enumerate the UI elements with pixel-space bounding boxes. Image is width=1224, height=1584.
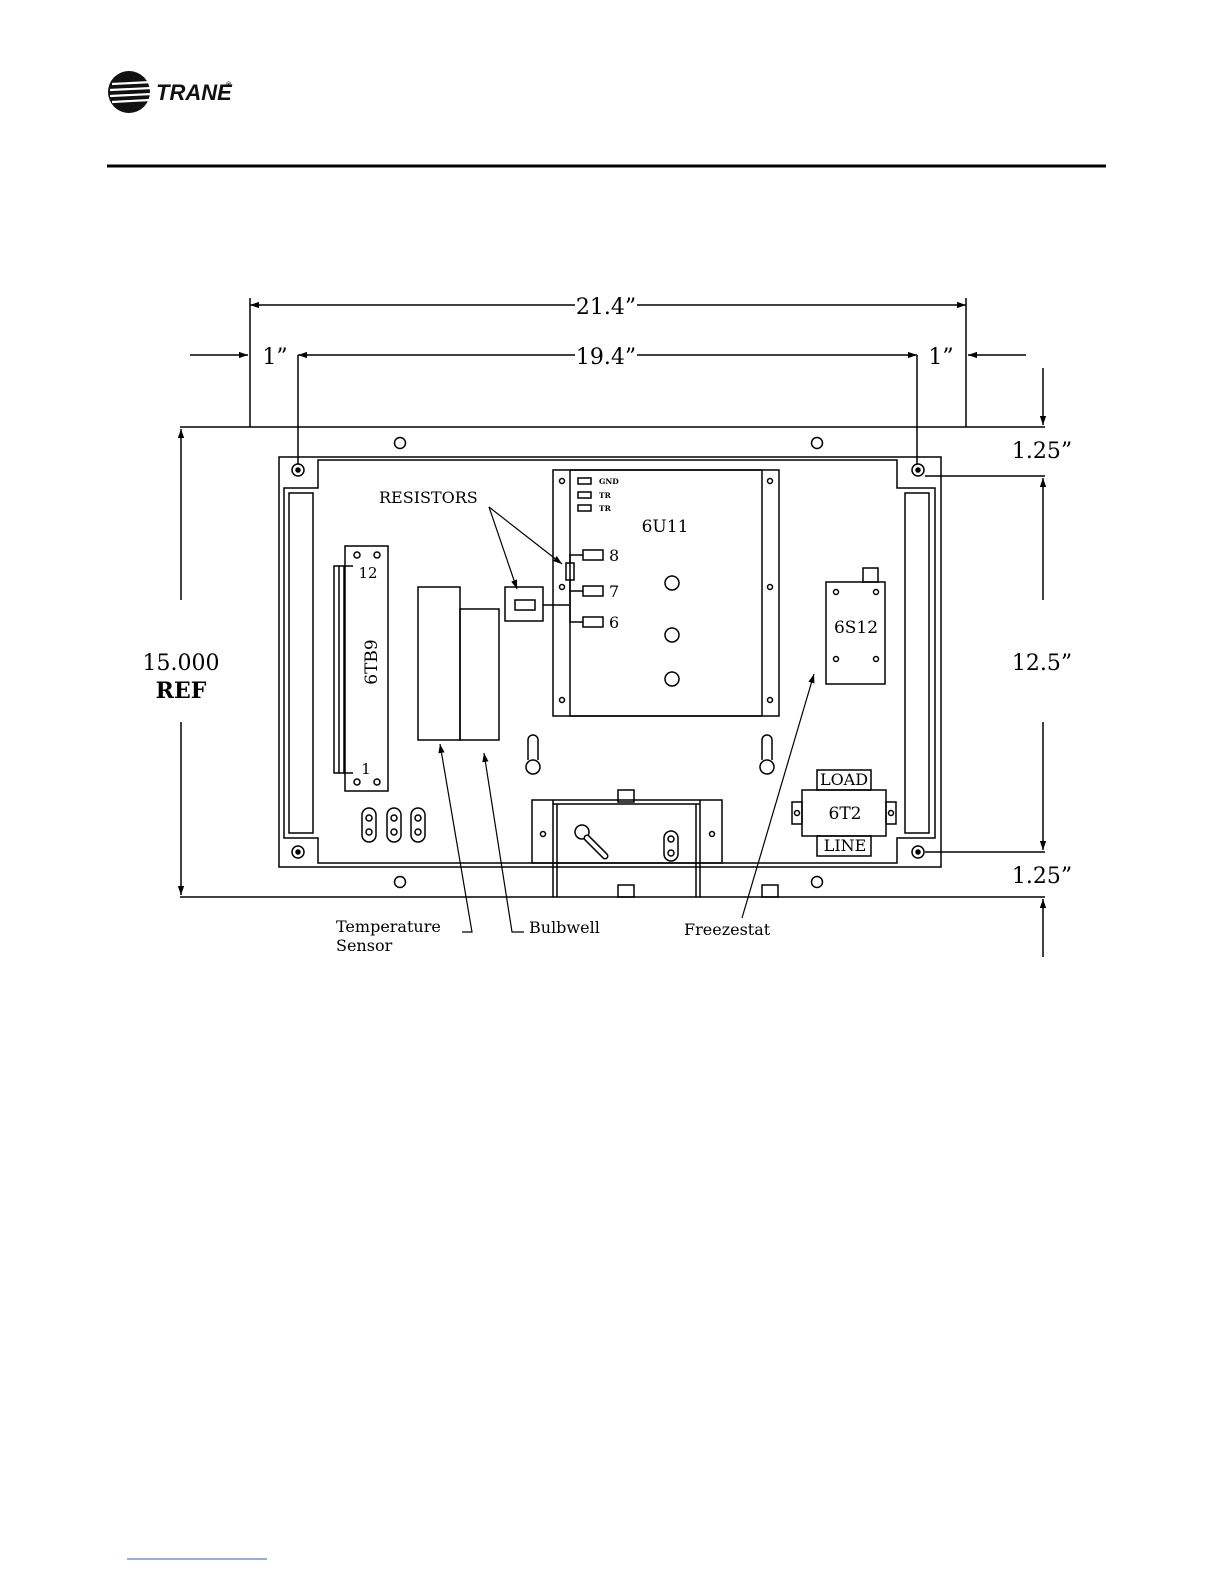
module-terminal-6: 6 [609, 613, 619, 632]
resistor-block [505, 587, 569, 621]
wiring-slots [362, 808, 425, 842]
resistors-leaders [489, 507, 562, 589]
overall-height-label: 15.000 [143, 651, 220, 676]
bottom-leaders [440, 674, 814, 932]
right-offset-label: 1” [928, 345, 953, 370]
freezestat-callout: Freezestat [684, 920, 771, 939]
transformer-line-label: LINE [824, 836, 867, 855]
left-offset-label: 1” [262, 345, 287, 370]
freezestat-switch-label: 6S12 [834, 618, 878, 638]
top-offset-label: 1.25” [1012, 439, 1072, 464]
bulbwell-callout: Bulbwell [529, 918, 600, 937]
temperature-sensor-callout-line2: Sensor [336, 936, 393, 955]
inner-width-label: 19.4” [576, 345, 636, 370]
overall-width-label: 21.4” [576, 295, 636, 320]
keyhole-slots [526, 735, 774, 774]
module-pin-tr-2: TR [599, 504, 612, 513]
trane-logo-text: TRANE [156, 80, 233, 105]
module-label: 6U11 [642, 517, 689, 537]
resistors-callout: RESISTORS [379, 488, 478, 507]
trane-logo: TRANE ® [108, 71, 233, 113]
transformer-label: 6T2 [829, 804, 862, 824]
module-pin-gnd: GND [599, 477, 619, 486]
module-6u11 [553, 470, 779, 716]
module-terminal-8: 8 [609, 546, 619, 565]
trademark-symbol: ® [226, 81, 232, 89]
overall-height-ref-label: REF [156, 678, 207, 704]
terminal-block-label: 6TB9 [362, 639, 382, 684]
terminal-top-label: 12 [358, 564, 377, 582]
trane-logo-icon [108, 71, 152, 113]
inner-height-label: 12.5” [1012, 651, 1072, 676]
bottom-offset-label: 1.25” [1012, 864, 1072, 889]
module-terminal-7: 7 [609, 582, 619, 601]
terminal-bottom-label: 1 [361, 760, 371, 778]
transformer-load-label: LOAD [820, 770, 868, 789]
sensor-blocks [418, 587, 499, 740]
module-pin-tr-1: TR [599, 491, 612, 500]
disconnect-bracket [532, 790, 778, 897]
temperature-sensor-callout: Temperature [336, 917, 441, 936]
